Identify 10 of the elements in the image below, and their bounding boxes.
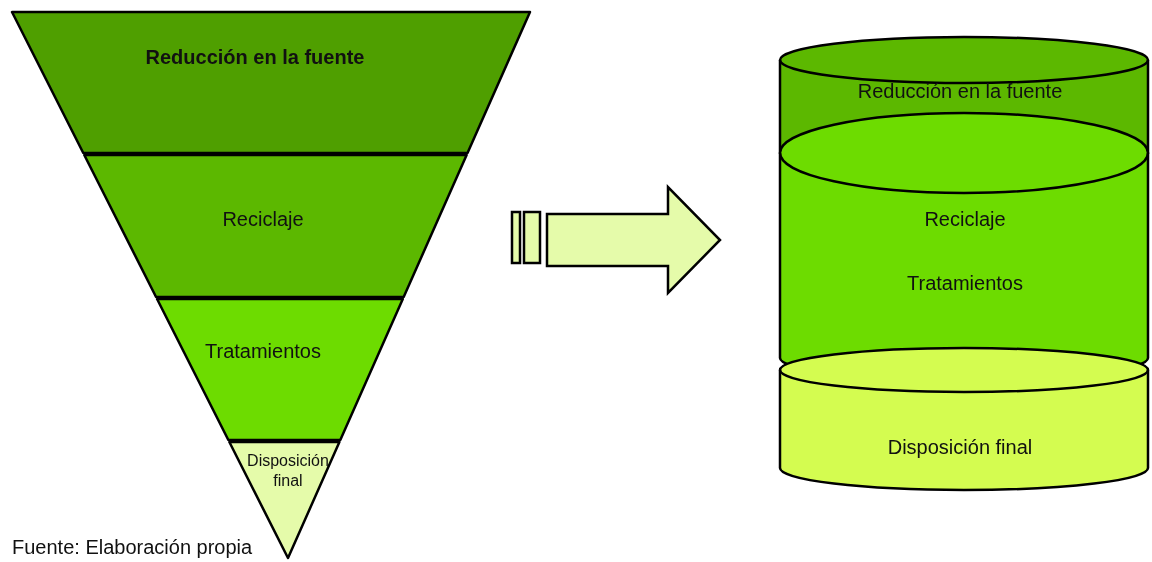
layer-label: Disposición final (886, 435, 1034, 460)
layer-label: Tratamientos (204, 339, 322, 364)
layer-label: Reducción en la fuente (856, 79, 1064, 104)
layer-label: Reciclaje (923, 207, 1007, 232)
caption: Fuente: Elaboración propia (12, 536, 253, 559)
layer-label: Disposición final (246, 451, 330, 491)
block-arrow (510, 183, 722, 297)
layer-label: Reciclaje (221, 207, 305, 232)
layer-label: Reducción en la fuente (144, 45, 366, 70)
layer-label: Tratamientos (906, 271, 1024, 296)
